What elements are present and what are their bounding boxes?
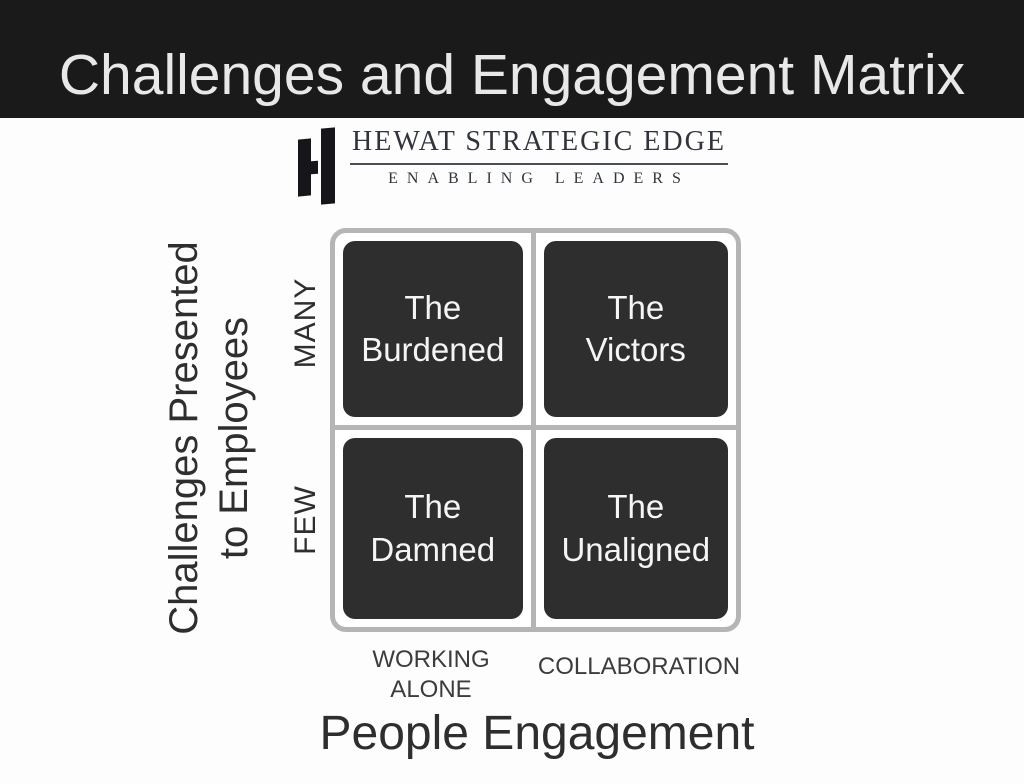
- matrix-cell-top-right: The Victors: [535, 233, 736, 430]
- hewat-h-monogram-icon: [296, 127, 338, 205]
- quadrant-label-line: Burdened: [361, 331, 505, 368]
- y-axis-label-many: MANY: [289, 277, 322, 369]
- quadrant-label-line: Unaligned: [561, 530, 711, 568]
- logo-crossbar: [311, 160, 319, 175]
- quadrant-the-unaligned: The Unaligned: [543, 438, 728, 619]
- x-axis-title: People Engagement: [319, 707, 755, 760]
- x-axis-label-line1: WORKING: [372, 646, 490, 673]
- quadrant-label-line: The: [607, 288, 665, 326]
- quadrant-the-burdened: The Burdened: [343, 241, 523, 417]
- page-title: Challenges and Engagement Matrix: [58, 43, 966, 107]
- quadrant-label-line: The: [607, 488, 665, 526]
- logo-bar-right: [321, 127, 336, 205]
- quadrant-the-damned: The Damned: [343, 438, 523, 619]
- matrix-cell-bottom-left: The Damned: [335, 430, 536, 627]
- logo-company-name: HEWAT STRATEGIC EDGE: [350, 126, 728, 165]
- y-axis-title-line2: to Employees: [212, 316, 256, 560]
- x-axis-label-collaboration: COLLABORATION: [537, 653, 741, 680]
- y-axis-title-line1: Challenges Presented: [162, 241, 206, 635]
- logo-tagline: ENABLING LEADERS: [388, 170, 690, 187]
- quadrant-the-victors: The Victors: [543, 241, 728, 417]
- quadrant-label-line: The: [404, 288, 462, 326]
- engagement-matrix: The Burdened The Victors The Damned The …: [330, 228, 741, 632]
- logo-bar-left: [298, 138, 312, 197]
- y-axis-title: Challenges Presented to Employees: [159, 241, 259, 635]
- logo: HEWAT STRATEGIC EDGE ENABLING LEADERS: [0, 126, 1024, 205]
- quadrant-label-line: Damned: [370, 530, 496, 568]
- header-banner: Challenges and Engagement Matrix: [0, 0, 1024, 118]
- x-axis-label-line2: ALONE: [390, 676, 472, 703]
- quadrant-label-line: The: [404, 488, 462, 526]
- x-axis-label-working-alone: WORKING ALONE: [372, 645, 489, 705]
- quadrant-label-line: Victors: [585, 331, 686, 368]
- matrix-cell-top-left: The Burdened: [335, 233, 536, 430]
- logo-text: HEWAT STRATEGIC EDGE ENABLING LEADERS: [350, 126, 728, 188]
- y-axis-label-few: FEW: [289, 485, 322, 555]
- matrix-cell-bottom-right: The Unaligned: [536, 430, 737, 627]
